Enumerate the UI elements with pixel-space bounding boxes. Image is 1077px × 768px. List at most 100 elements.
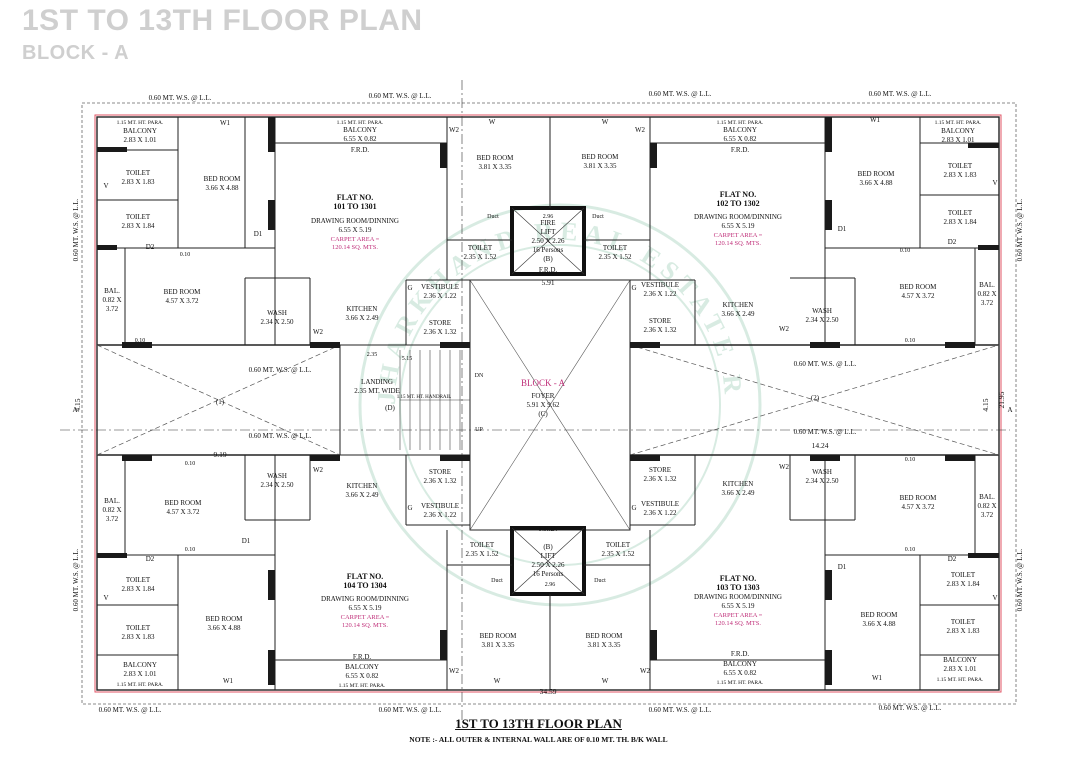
para-label: 1.15 MT. HT. PARA.	[337, 120, 384, 126]
room-label: LANDING	[361, 378, 393, 386]
room-size: 2.83 X 1.01	[943, 665, 977, 673]
room-size: 2.34 X 2.50	[260, 318, 294, 326]
frd-label: F.R.D.	[539, 266, 558, 274]
window-tag: W1	[223, 677, 234, 685]
room-size: 6.55 X 5.19	[721, 602, 755, 610]
window-tag: W2	[779, 463, 790, 471]
carpet-area-label: CARPET AREA =	[341, 614, 390, 621]
room-label: WASH	[812, 307, 832, 315]
setback-label: 0.60 MT. W.S. @ L.L.	[72, 198, 80, 261]
zone-tag: (1)	[216, 398, 225, 406]
lift-label: LIFT	[541, 552, 557, 560]
block-label: BLOCK - A	[521, 378, 566, 388]
dimension-label: 34.59	[540, 687, 557, 696]
dimension-label: 4.15	[73, 398, 82, 411]
dimension-label: 0.10	[180, 252, 191, 258]
room-label: TOILET	[606, 541, 631, 549]
room-label: KITCHEN	[723, 301, 754, 309]
room-label: BED ROOM	[586, 632, 624, 640]
setback-label: 0.60 MT. W.S. @ L.L.	[72, 548, 80, 611]
flat-range: 103 TO 1303	[716, 583, 759, 592]
setback-label: 0.60 MT. W.S. @ L.L.	[1016, 548, 1024, 611]
frd-label: F.R.D.	[731, 650, 750, 658]
room-size: 2.83 X 1.83	[121, 178, 155, 186]
room-size: 4.57 X 3.72	[165, 297, 199, 305]
room-size: 3.66 X 4.88	[207, 624, 241, 632]
room-size: 3.81 X 3.35	[481, 641, 515, 649]
room-label: VESTIBULE	[641, 500, 679, 508]
room-label: WASH	[267, 309, 287, 317]
room-size: 2.34 X 2.50	[805, 477, 839, 485]
room-label: BED ROOM	[206, 615, 244, 623]
room-size: 2.35 MT. WIDE	[354, 387, 400, 395]
room-size: 2.34 X 2.50	[805, 316, 839, 324]
room-label: DRAWING ROOM/DINNING	[321, 595, 409, 603]
room-label: BED ROOM	[165, 499, 203, 507]
door-tag: D1	[838, 225, 847, 233]
door-tag: D2	[146, 555, 155, 563]
room-label: BALCONY	[345, 663, 379, 671]
flat-number: FLAT NO.	[337, 193, 374, 202]
room-size: 2.36 X 1.32	[423, 477, 457, 485]
para-label: 1.15 MT. HT. PARA.	[339, 683, 386, 689]
flat-number: FLAT NO.	[720, 574, 757, 583]
room-size: 3.81 X 3.35	[587, 641, 621, 649]
room-label: TOILET	[603, 244, 628, 252]
room-size: 0.82 X	[977, 290, 996, 298]
room-label: BED ROOM	[204, 175, 242, 183]
room-size: 2.35 X 1.52	[598, 253, 632, 261]
lift-label: FIRE	[540, 219, 555, 227]
room-label: DRAWING ROOM/DINNING	[694, 213, 782, 221]
room-size: 2.83 X 1.01	[123, 136, 157, 144]
room-size: 4.57 X 3.72	[901, 292, 935, 300]
room-label: BALCONY	[941, 127, 975, 135]
dimension-label: 0.10	[135, 338, 146, 344]
room-label: VESTIBULE	[421, 502, 459, 510]
setback-label: 0.60 MT. W.S. @ L.L.	[99, 706, 162, 714]
carpet-area-value: 120.14 SQ. MTS.	[715, 240, 761, 247]
room-label: BALCONY	[943, 656, 977, 664]
window-tag: W2	[313, 466, 324, 474]
page-title: 1ST TO 13TH FLOOR PLAN	[22, 4, 423, 37]
room-size: 2.35 X 1.52	[465, 550, 499, 558]
window-tag: W2	[779, 325, 790, 333]
room-size: 2.83 X 1.84	[121, 222, 155, 230]
setback-label: 0.60 MT. W.S. @ L.L.	[249, 366, 312, 374]
room-size: 2.83 X 1.84	[946, 580, 980, 588]
dimension-label: 9.19	[213, 450, 226, 459]
para-label: 1.15 MT. HT. PARA.	[717, 680, 764, 686]
setback-label: 0.60 MT. W.S. @ L.L.	[1016, 198, 1024, 261]
door-tag: D2	[146, 243, 155, 251]
dimension-label: 0.10	[905, 457, 916, 463]
duct-label: Duct	[487, 214, 499, 220]
dimension-label: 2.35	[367, 352, 378, 358]
room-size: 3.66 X 4.88	[205, 184, 239, 192]
dimension-label: 4.15	[981, 398, 990, 411]
frd-label: F.R.D.	[351, 146, 370, 154]
plan-note: NOTE :- ALL OUTER & INTERNAL WALL ARE OF…	[409, 735, 668, 744]
dimension-label: 0.10	[905, 547, 916, 553]
room-size: 2.36 X 1.22	[423, 292, 457, 300]
room-label: BALCONY	[343, 126, 377, 134]
room-label: BAL.	[979, 281, 995, 289]
room-label: BED ROOM	[900, 494, 938, 502]
page-subtitle: BLOCK - A	[22, 42, 130, 64]
room-label: VESTIBULE	[421, 283, 459, 291]
setback-label: 0.60 MT. W.S. @ L.L.	[149, 94, 212, 102]
carpet-area-value: 120.14 SQ. MTS.	[332, 244, 378, 251]
duct-label: Duct	[491, 578, 503, 584]
room-label: TOILET	[126, 169, 151, 177]
room-size: 3.66 X 2.49	[345, 491, 379, 499]
room-size: 3.72	[981, 511, 994, 519]
setback-label: 0.60 MT. W.S. @ L.L.	[794, 428, 857, 436]
plan-title: 1ST TO 13TH FLOOR PLAN	[455, 716, 622, 731]
carpet-area-label: CARPET AREA =	[714, 232, 763, 239]
room-tag: (C)	[538, 410, 548, 418]
setback-label: 0.60 MT. W.S. @ L.L.	[379, 706, 442, 714]
room-label: TOILET	[951, 571, 976, 579]
para-label: 1.15 MT. HT. PARA.	[117, 120, 164, 126]
room-label: BALCONY	[723, 660, 757, 668]
room-size: 6.55 X 0.82	[345, 672, 379, 680]
room-size: 4.57 X 3.72	[901, 503, 935, 511]
room-size: 2.83 X 1.83	[943, 171, 977, 179]
